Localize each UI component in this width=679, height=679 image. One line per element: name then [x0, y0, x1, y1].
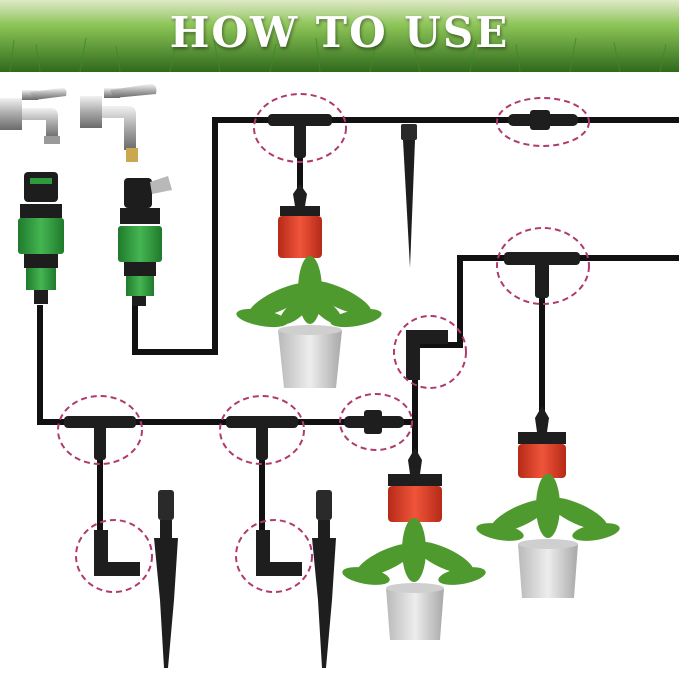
dripper-right — [518, 406, 566, 478]
highlight-circle — [75, 519, 153, 593]
elbow-connector-bottom-middle — [256, 530, 302, 576]
potted-plant-top — [236, 256, 382, 388]
elbow-connector-middle — [406, 330, 448, 380]
potted-plant-bottom — [342, 518, 486, 640]
grass-banner: HOW TO USE — [0, 0, 679, 72]
highlight-circle — [393, 315, 467, 389]
faucet-right-icon — [80, 84, 157, 162]
tee-connector-lower-left — [64, 416, 136, 460]
tee-connector-right — [504, 252, 580, 298]
hose-adapter-left — [18, 172, 64, 304]
hose-adapter-right — [118, 176, 172, 306]
highlight-circle — [253, 93, 347, 163]
potted-plant-right — [476, 474, 620, 598]
tee-connector-top — [268, 114, 332, 158]
dripper-middle — [388, 448, 442, 522]
straight-connector-middle — [344, 410, 404, 434]
dripper-top — [278, 184, 322, 258]
highlight-circle — [57, 395, 143, 465]
highlight-circle — [235, 519, 313, 593]
highlight-circle — [219, 395, 305, 465]
highlight-circle — [339, 393, 413, 451]
grass-background — [0, 0, 679, 72]
page-title: HOW TO USE — [169, 8, 510, 57]
tee-connector-lower-middle — [226, 416, 298, 460]
stake-upper — [401, 124, 417, 268]
straight-connector-top — [508, 110, 578, 130]
highlight-circle — [496, 227, 590, 305]
stake-bottom-middle — [312, 490, 336, 668]
stake-bottom-left — [154, 490, 178, 668]
faucet-left-icon — [0, 88, 67, 144]
highlight-circle — [496, 97, 590, 147]
elbow-connector-bottom-left — [94, 530, 140, 576]
tube-upper-main — [132, 117, 679, 355]
